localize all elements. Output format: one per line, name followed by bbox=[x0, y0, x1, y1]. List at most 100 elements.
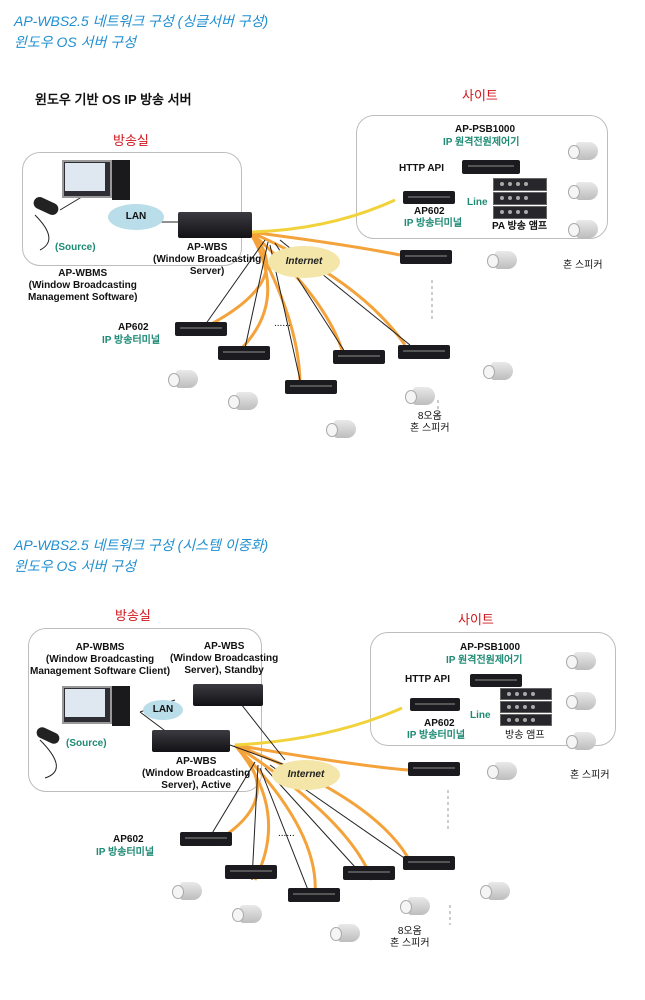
http-api-label: HTTP API bbox=[399, 163, 445, 174]
ap602-device bbox=[403, 856, 455, 870]
pc-workstation bbox=[62, 686, 134, 732]
horn-speaker-icon bbox=[172, 880, 202, 902]
wbs-active-label: AP-WBS (Window Broadcasting Server), Act… bbox=[142, 756, 251, 791]
link-site bbox=[249, 198, 396, 234]
ap602-device bbox=[343, 866, 395, 880]
section2-subtitle: 윈도우 OS 서버 구성 bbox=[14, 558, 137, 574]
link-2 bbox=[233, 744, 271, 881]
horn-speaker-icon bbox=[568, 218, 598, 240]
ap602-device bbox=[218, 346, 270, 360]
site-box bbox=[356, 115, 608, 239]
psb-device bbox=[462, 160, 520, 174]
link-4 bbox=[234, 743, 374, 881]
ap602-device bbox=[288, 888, 340, 902]
ap602-label: AP602 bbox=[118, 322, 149, 333]
wbs-active-server bbox=[152, 730, 230, 752]
amp-2 bbox=[500, 701, 552, 713]
link-3 bbox=[233, 743, 317, 896]
dots: ...... bbox=[278, 828, 295, 839]
section1-subtitle: 윈도우 OS 서버 구성 bbox=[14, 34, 137, 50]
section1-title: AP-WBS2.5 네트워크 구성 (싱글서버 구성) bbox=[14, 13, 269, 29]
site-label: 사이트 bbox=[462, 88, 498, 103]
horn-speaker-icon bbox=[487, 760, 517, 782]
pa-amp-3 bbox=[493, 206, 547, 219]
site-ap602-label: AP602 bbox=[414, 206, 445, 217]
lan-cloud: LAN bbox=[108, 204, 164, 230]
wbs-label: AP-WBS (Window Broadcasting Server) bbox=[153, 242, 262, 277]
link-6 bbox=[234, 743, 409, 772]
site-ap602-desc: IP 방송터미널 bbox=[404, 218, 463, 229]
ap602-device bbox=[333, 350, 385, 364]
pa-amp-1 bbox=[493, 178, 547, 191]
wbms-label: AP-WBMS (Window Broadcasting Management … bbox=[28, 268, 138, 303]
ap602-device bbox=[225, 865, 277, 879]
link-3 bbox=[248, 231, 302, 386]
horn-speaker-icon bbox=[405, 385, 435, 407]
site-ap602-device bbox=[410, 698, 460, 711]
horn-speaker-icon bbox=[568, 180, 598, 202]
site-ap602-desc: IP 방송터미널 bbox=[407, 730, 466, 741]
site-box bbox=[370, 632, 616, 746]
pa-amp-2 bbox=[493, 192, 547, 205]
amp-1 bbox=[500, 688, 552, 700]
psb-model: AP-PSB1000 bbox=[455, 124, 516, 135]
source-label: (Source) bbox=[55, 242, 96, 253]
internet-cloud: Internet bbox=[268, 246, 340, 278]
line-label: Line bbox=[467, 197, 488, 208]
ohm-speaker-label: 8오옴 혼 스피커 bbox=[390, 926, 430, 949]
wbs-server bbox=[178, 212, 252, 238]
horn-speaker-icon bbox=[232, 903, 262, 925]
dots: ...... bbox=[274, 318, 291, 329]
ap602-device bbox=[180, 832, 232, 846]
horn-speaker-icon bbox=[568, 140, 598, 162]
ap602-desc: IP 방송터미널 bbox=[102, 335, 161, 346]
horn-speaker-icon bbox=[480, 880, 510, 902]
psb-desc: IP 원격전원제어기 bbox=[443, 137, 520, 148]
horn-speaker-label: 혼 스피커 bbox=[570, 770, 610, 781]
pa-amp-label: PA 방송 앰프 bbox=[492, 221, 548, 232]
ohm-speaker-label: 8오옴 혼 스피커 bbox=[410, 411, 450, 434]
psb-desc: IP 원격전원제어기 bbox=[446, 655, 523, 666]
ap602-desc: IP 방송터미널 bbox=[96, 847, 155, 858]
horn-speaker-icon bbox=[330, 922, 360, 944]
ap602-label: AP602 bbox=[113, 834, 144, 845]
link-6 bbox=[249, 230, 401, 257]
windows-server-caption: 윈도우 기반 OS IP 방송 서버 bbox=[35, 92, 192, 107]
psb-model: AP-PSB1000 bbox=[460, 642, 521, 653]
amp-3 bbox=[500, 714, 552, 726]
horn-speaker-icon bbox=[483, 360, 513, 382]
broadcast-room-label: 방송실 bbox=[113, 133, 149, 148]
horn-speaker-icon bbox=[566, 650, 596, 672]
wbms-label: AP-WBMS (Window Broadcasting Management … bbox=[30, 642, 171, 677]
psb-device bbox=[470, 674, 522, 687]
amp-label: 방송 앰프 bbox=[505, 730, 545, 741]
site-ap602-device bbox=[403, 191, 455, 204]
horn-speaker-icon bbox=[400, 895, 430, 917]
horn-speaker-icon bbox=[168, 368, 198, 390]
link-1 bbox=[199, 230, 269, 332]
line-label: Line bbox=[470, 710, 491, 721]
horn-speaker-icon bbox=[487, 249, 517, 271]
source-label: (Source) bbox=[66, 738, 107, 749]
ap602-device bbox=[175, 322, 227, 336]
broadcast-room-label: 방송실 bbox=[115, 608, 151, 623]
ap602-device bbox=[285, 380, 337, 394]
section2-title: AP-WBS2.5 네트워크 구성 (시스템 이중화) bbox=[14, 537, 269, 553]
link-site bbox=[234, 706, 403, 747]
site-label: 사이트 bbox=[458, 612, 494, 627]
wbs-standby-server bbox=[193, 684, 263, 706]
horn-speaker-icon bbox=[326, 418, 356, 440]
lan-cloud: LAN bbox=[143, 700, 183, 720]
ap602-device bbox=[398, 345, 450, 359]
horn-speaker-icon bbox=[228, 390, 258, 412]
ap602-device bbox=[400, 250, 452, 264]
horn-speaker-icon bbox=[566, 690, 596, 712]
site-ap602-label: AP602 bbox=[424, 718, 455, 729]
wbs-standby-label: AP-WBS (Window Broadcasting Server), Sta… bbox=[170, 641, 279, 676]
horn-speaker-icon bbox=[566, 730, 596, 752]
horn-speaker-label: 혼 스피커 bbox=[563, 260, 603, 271]
internet-cloud: Internet bbox=[272, 760, 340, 790]
http-api-label: HTTP API bbox=[405, 674, 451, 685]
ap602-device bbox=[408, 762, 460, 776]
